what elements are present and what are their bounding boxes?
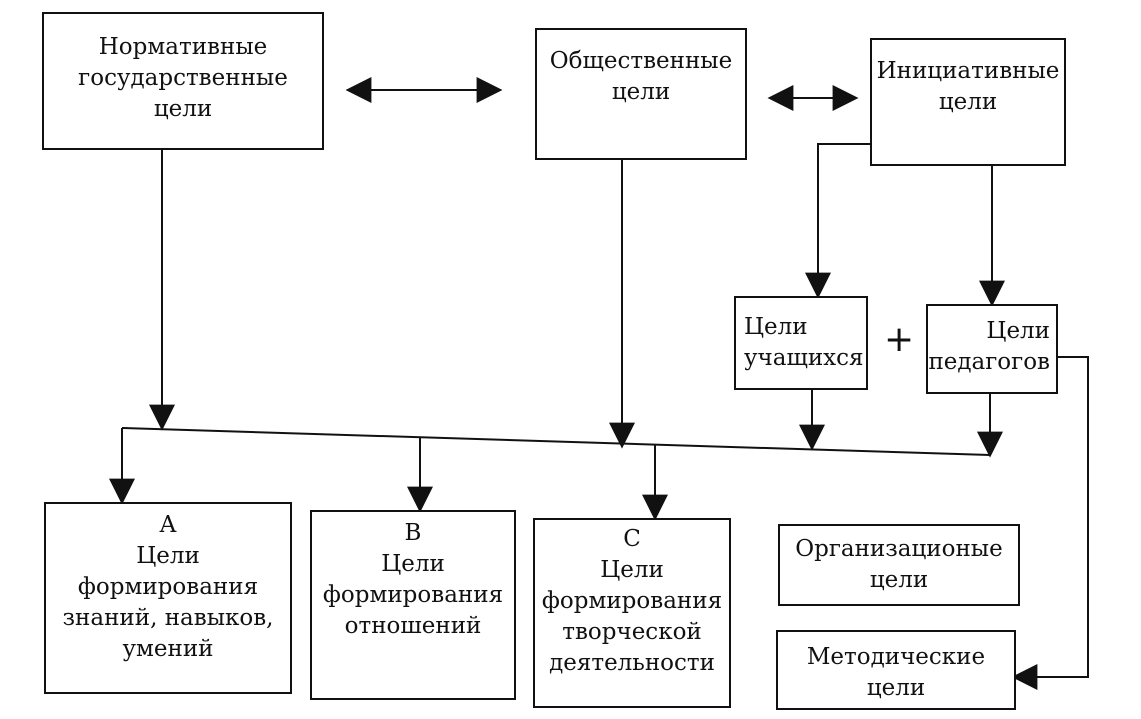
box-line: умений — [122, 636, 214, 663]
box-line: цели — [611, 79, 671, 106]
box-line: Цели — [744, 314, 808, 340]
box-line: отношений — [344, 613, 482, 640]
box-line: формирования — [77, 574, 259, 601]
box-line: Инициативные — [876, 58, 1060, 84]
box-line: цели — [866, 675, 926, 702]
box-letter: А — [159, 512, 177, 538]
box-line: Методические — [806, 644, 986, 670]
box-social-goals: Общественные цели — [535, 28, 747, 160]
box-teacher-goals: Цели педагогов — [926, 304, 1058, 394]
box-line: Нормативные — [98, 34, 268, 60]
box-goal-c: С Цели формирования творческой деятельно… — [533, 518, 731, 708]
box-line: цели — [153, 96, 213, 123]
box-initiative-goals: Инициативные цели — [870, 38, 1066, 166]
box-line: учащихся — [744, 345, 864, 372]
box-letter: С — [623, 526, 641, 552]
box-student-goals: Цели учащихся — [734, 296, 868, 390]
box-line: педагогов — [928, 349, 1050, 376]
box-line: творческой — [562, 619, 702, 646]
box-letter: В — [404, 520, 422, 546]
box-line: Цели — [381, 551, 445, 578]
box-line: знаний, навыков, — [62, 605, 274, 632]
bus-line — [121, 427, 991, 456]
box-line: цели — [869, 567, 929, 594]
box-line: формирования — [322, 582, 504, 609]
arrow-teachers-method — [1011, 356, 1089, 690]
box-line: деятельности — [549, 650, 715, 677]
arrow-initiative-students — [805, 143, 870, 299]
box-organizational-goals: Организационые цели — [778, 524, 1020, 606]
box-methodical-goals: Методические цели — [776, 630, 1016, 710]
box-line: Общественные — [549, 48, 733, 74]
box-line: государственные — [78, 65, 288, 92]
box-goal-b: В Цели формирования отношений — [310, 510, 516, 700]
box-line: Цели — [986, 318, 1050, 344]
box-goal-a: А Цели формирования знаний, навыков, уме… — [44, 502, 292, 694]
box-line: Цели — [136, 543, 200, 570]
box-line: Организационые — [795, 536, 1003, 562]
box-line: цели — [938, 89, 998, 116]
plus-sign: + — [884, 319, 915, 360]
box-line: формирования — [541, 588, 723, 615]
box-line: Цели — [600, 557, 664, 584]
box-normative-goals: Нормативные государственные цели — [42, 12, 324, 150]
